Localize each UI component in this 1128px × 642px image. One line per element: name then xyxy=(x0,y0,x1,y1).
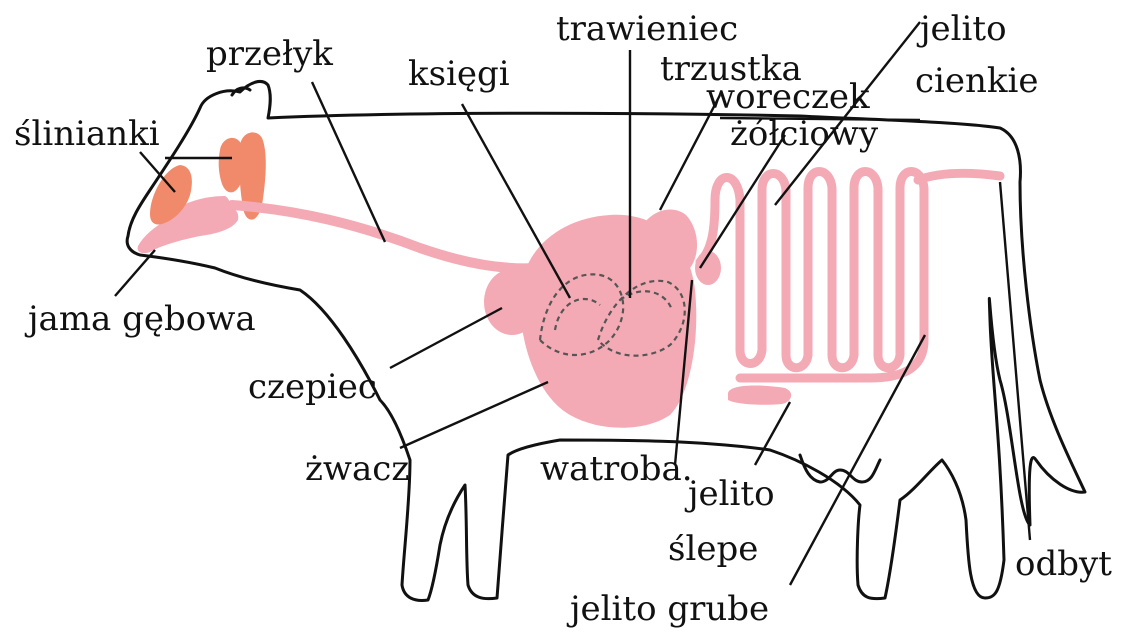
label-przelyk: przełyk xyxy=(206,34,333,74)
leader-czepiec xyxy=(390,308,502,368)
label-woreczek-line1: woreczek xyxy=(706,77,870,117)
label-ksiegi: księgi xyxy=(408,54,510,94)
label-jelito-cienkie-line1: jelito xyxy=(916,9,1007,49)
cecum xyxy=(728,385,791,404)
small-intestine xyxy=(700,172,924,379)
label-watroba: watroba. xyxy=(540,449,693,489)
label-jelito-cienkie-line2: cienkie xyxy=(915,61,1039,101)
label-jelito-grube: jelito grube xyxy=(566,589,769,629)
label-jelito-slepe-line1: jelito xyxy=(684,474,775,514)
label-woreczek-line2: żółciowy xyxy=(730,114,879,154)
label-trawieniec: trawieniec xyxy=(556,9,738,49)
label-jama-gebowa: jama gębowa xyxy=(24,299,256,339)
leader-jama-gebowa xyxy=(115,250,155,296)
label-czepiec: czepiec xyxy=(248,367,377,407)
leader-zwacz xyxy=(400,382,548,448)
label-jelito-slepe-line2: ślepe xyxy=(668,529,758,569)
label-slinianki: ślinianki xyxy=(14,114,160,154)
label-odbyt: odbyt xyxy=(1015,544,1112,584)
leader-odbyt xyxy=(1000,182,1030,540)
intestine-top xyxy=(918,173,1000,180)
label-zwacz: żwacz xyxy=(305,449,409,489)
